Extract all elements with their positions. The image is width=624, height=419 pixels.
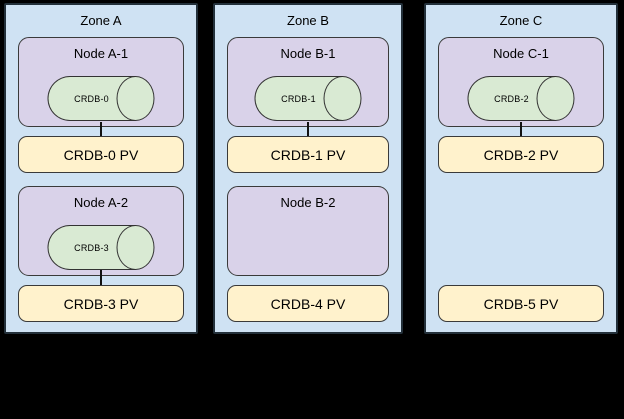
crdb-3-pv-box: CRDB-3 PV: [18, 285, 184, 322]
node-b2-label: Node B-2: [280, 195, 336, 210]
node-a2-box: Node A-2 CRDB-3: [18, 186, 184, 276]
cylinder-cap: [116, 76, 155, 121]
node-c1-box: Node C-1 CRDB-2: [438, 37, 604, 127]
connector-crdb2-to-pv: [520, 122, 522, 136]
crdb-4-pv-label: CRDB-4 PV: [270, 295, 346, 312]
crdb-2-cylinder-icon: CRDB-2: [467, 76, 575, 121]
node-b1-box: Node B-1 CRDB-1: [227, 37, 389, 127]
crdb-4-pv-box: CRDB-4 PV: [227, 285, 389, 322]
zone-a-title: Zone A: [80, 13, 122, 28]
connector-crdb3-to-pv: [100, 270, 102, 285]
cylinder-cap: [323, 76, 362, 121]
crdb-0-label: CRDB-0: [74, 93, 109, 104]
node-b1-label: Node B-1: [280, 46, 336, 61]
zone-b-title: Zone B: [287, 13, 329, 28]
crdb-2-label: CRDB-2: [494, 93, 529, 104]
crdb-2-pv-box: CRDB-2 PV: [438, 136, 604, 173]
node-a2-label: Node A-2: [73, 195, 129, 210]
zone-a-container: Zone A Node A-1 CRDB-0 CRDB-0 PV Node A-…: [4, 3, 198, 334]
node-b2-box-empty: Node B-2: [227, 186, 389, 276]
cylinder-cap: [116, 225, 155, 270]
crdb-0-pv-box: CRDB-0 PV: [18, 136, 184, 173]
zone-c-title: Zone C: [499, 13, 543, 28]
crdb-3-pv-label: CRDB-3 PV: [63, 295, 139, 312]
connector-crdb1-to-pv: [307, 122, 309, 136]
node-a1-box: Node A-1 CRDB-0: [18, 37, 184, 127]
node-c1-label: Node C-1: [493, 46, 549, 61]
zone-b-container: Zone B Node B-1 CRDB-1 CRDB-1 PV Node B-…: [213, 3, 403, 334]
crdb-2-pv-label: CRDB-2 PV: [483, 146, 559, 163]
connector-crdb0-to-pv: [100, 122, 102, 136]
crdb-0-cylinder-icon: CRDB-0: [47, 76, 155, 121]
crdb-1-pv-box: CRDB-1 PV: [227, 136, 389, 173]
crdb-3-label: CRDB-3: [74, 242, 109, 253]
crdb-1-pv-label: CRDB-1 PV: [270, 146, 346, 163]
crdb-1-cylinder-icon: CRDB-1: [254, 76, 362, 121]
crdb-3-cylinder-icon: CRDB-3: [47, 225, 155, 270]
crdb-5-pv-label: CRDB-5 PV: [483, 295, 559, 312]
crdb-5-pv-box: CRDB-5 PV: [438, 285, 604, 322]
crdb-1-label: CRDB-1: [281, 93, 316, 104]
zone-c-container: Zone C Node C-1 CRDB-2 CRDB-2 PV CRDB-5 …: [424, 3, 618, 334]
crdb-0-pv-label: CRDB-0 PV: [63, 146, 139, 163]
cylinder-cap: [536, 76, 575, 121]
node-a1-label: Node A-1: [73, 46, 129, 61]
